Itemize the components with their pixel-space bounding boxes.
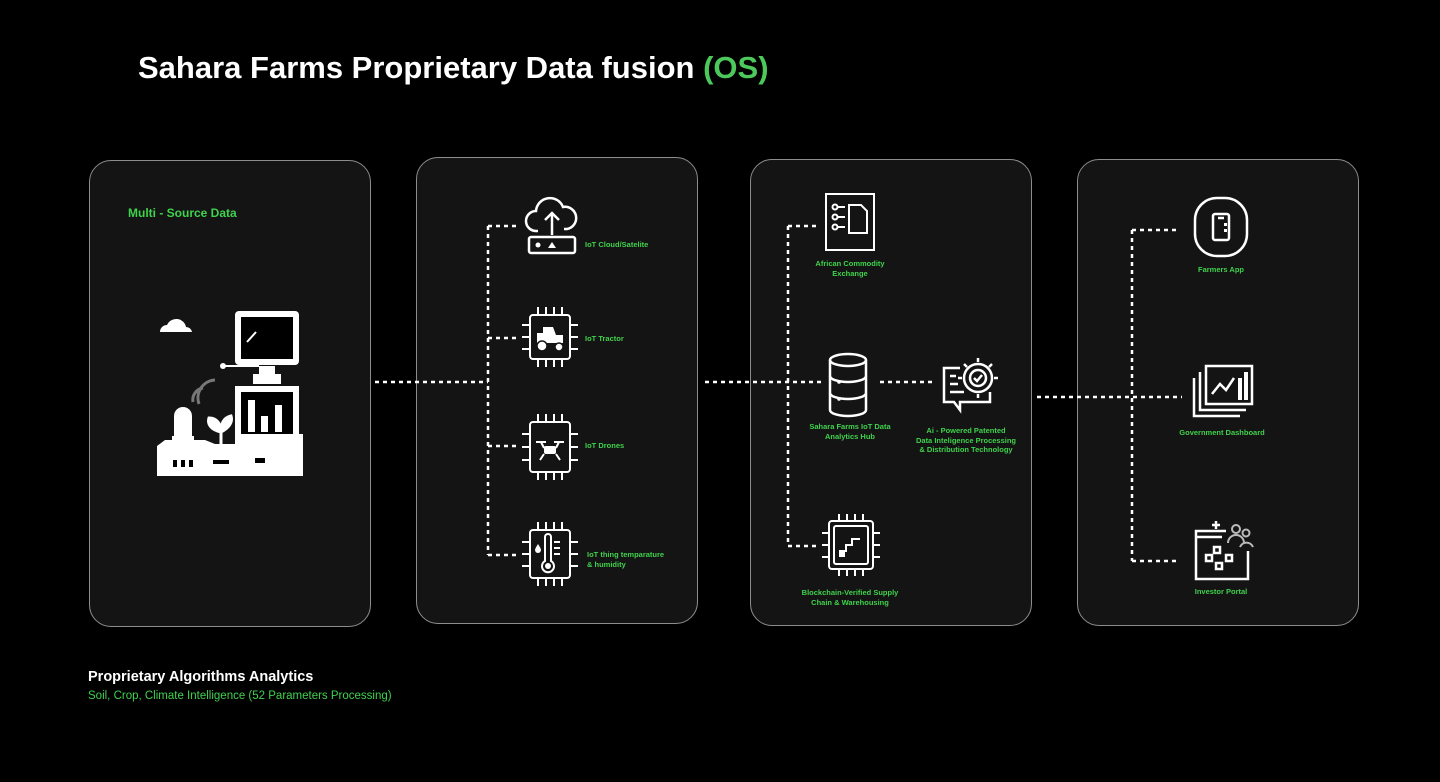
multi-source-heading: Multi - Source Data bbox=[128, 206, 237, 220]
title-accent: (OS) bbox=[703, 50, 769, 85]
iot-thing-label: IoT thing temparature & humidity bbox=[587, 550, 665, 569]
ai-label: Ai - Powered Patented Data Inteligence P… bbox=[915, 426, 1017, 454]
farmers-app-label: Farmers App bbox=[1198, 265, 1244, 274]
blockchain-label: Blockchain-Verified Supply Chain & Wareh… bbox=[801, 588, 899, 607]
cloud-upload-icon bbox=[524, 196, 578, 255]
iot-tractor-label: IoT Tractor bbox=[585, 334, 624, 343]
dashboard-icon bbox=[1192, 364, 1254, 418]
footer-title: Proprietary Algorithms Analytics bbox=[88, 669, 314, 685]
blockchain-chip-icon bbox=[822, 514, 880, 576]
title-main: Sahara Farms Proprietary Data fusion bbox=[138, 50, 695, 85]
farm-station-icon bbox=[157, 311, 303, 476]
page-title: Sahara Farms Proprietary Data fusion (OS… bbox=[138, 50, 769, 86]
footer-subtitle: Soil, Crop, Climate Intelligence (52 Par… bbox=[88, 690, 392, 702]
analytics-hub-panel bbox=[750, 159, 1032, 626]
mobile-app-icon bbox=[1193, 196, 1249, 258]
iot-drones-label: IoT Drones bbox=[585, 441, 625, 450]
hub-label: Sahara Farms IoT Data Analytics Hub bbox=[809, 422, 891, 441]
iot-cloud-label: IoT Cloud/Satelite bbox=[585, 240, 649, 249]
ai-gear-chat-icon bbox=[942, 358, 998, 414]
database-icon bbox=[828, 352, 868, 418]
government-dashboard-label: Government Dashboard bbox=[1179, 428, 1265, 437]
iot-devices-panel bbox=[416, 157, 698, 624]
investor-portal-icon bbox=[1194, 521, 1254, 581]
tractor-chip-icon bbox=[522, 307, 578, 367]
document-flow-icon bbox=[825, 193, 875, 251]
thermometer-chip-icon bbox=[522, 522, 578, 586]
multi-source-panel bbox=[89, 160, 371, 627]
exchange-label: African Commodity Exchange bbox=[815, 259, 885, 278]
investor-portal-label: Investor Portal bbox=[1194, 587, 1248, 596]
drone-chip-icon bbox=[522, 414, 578, 480]
